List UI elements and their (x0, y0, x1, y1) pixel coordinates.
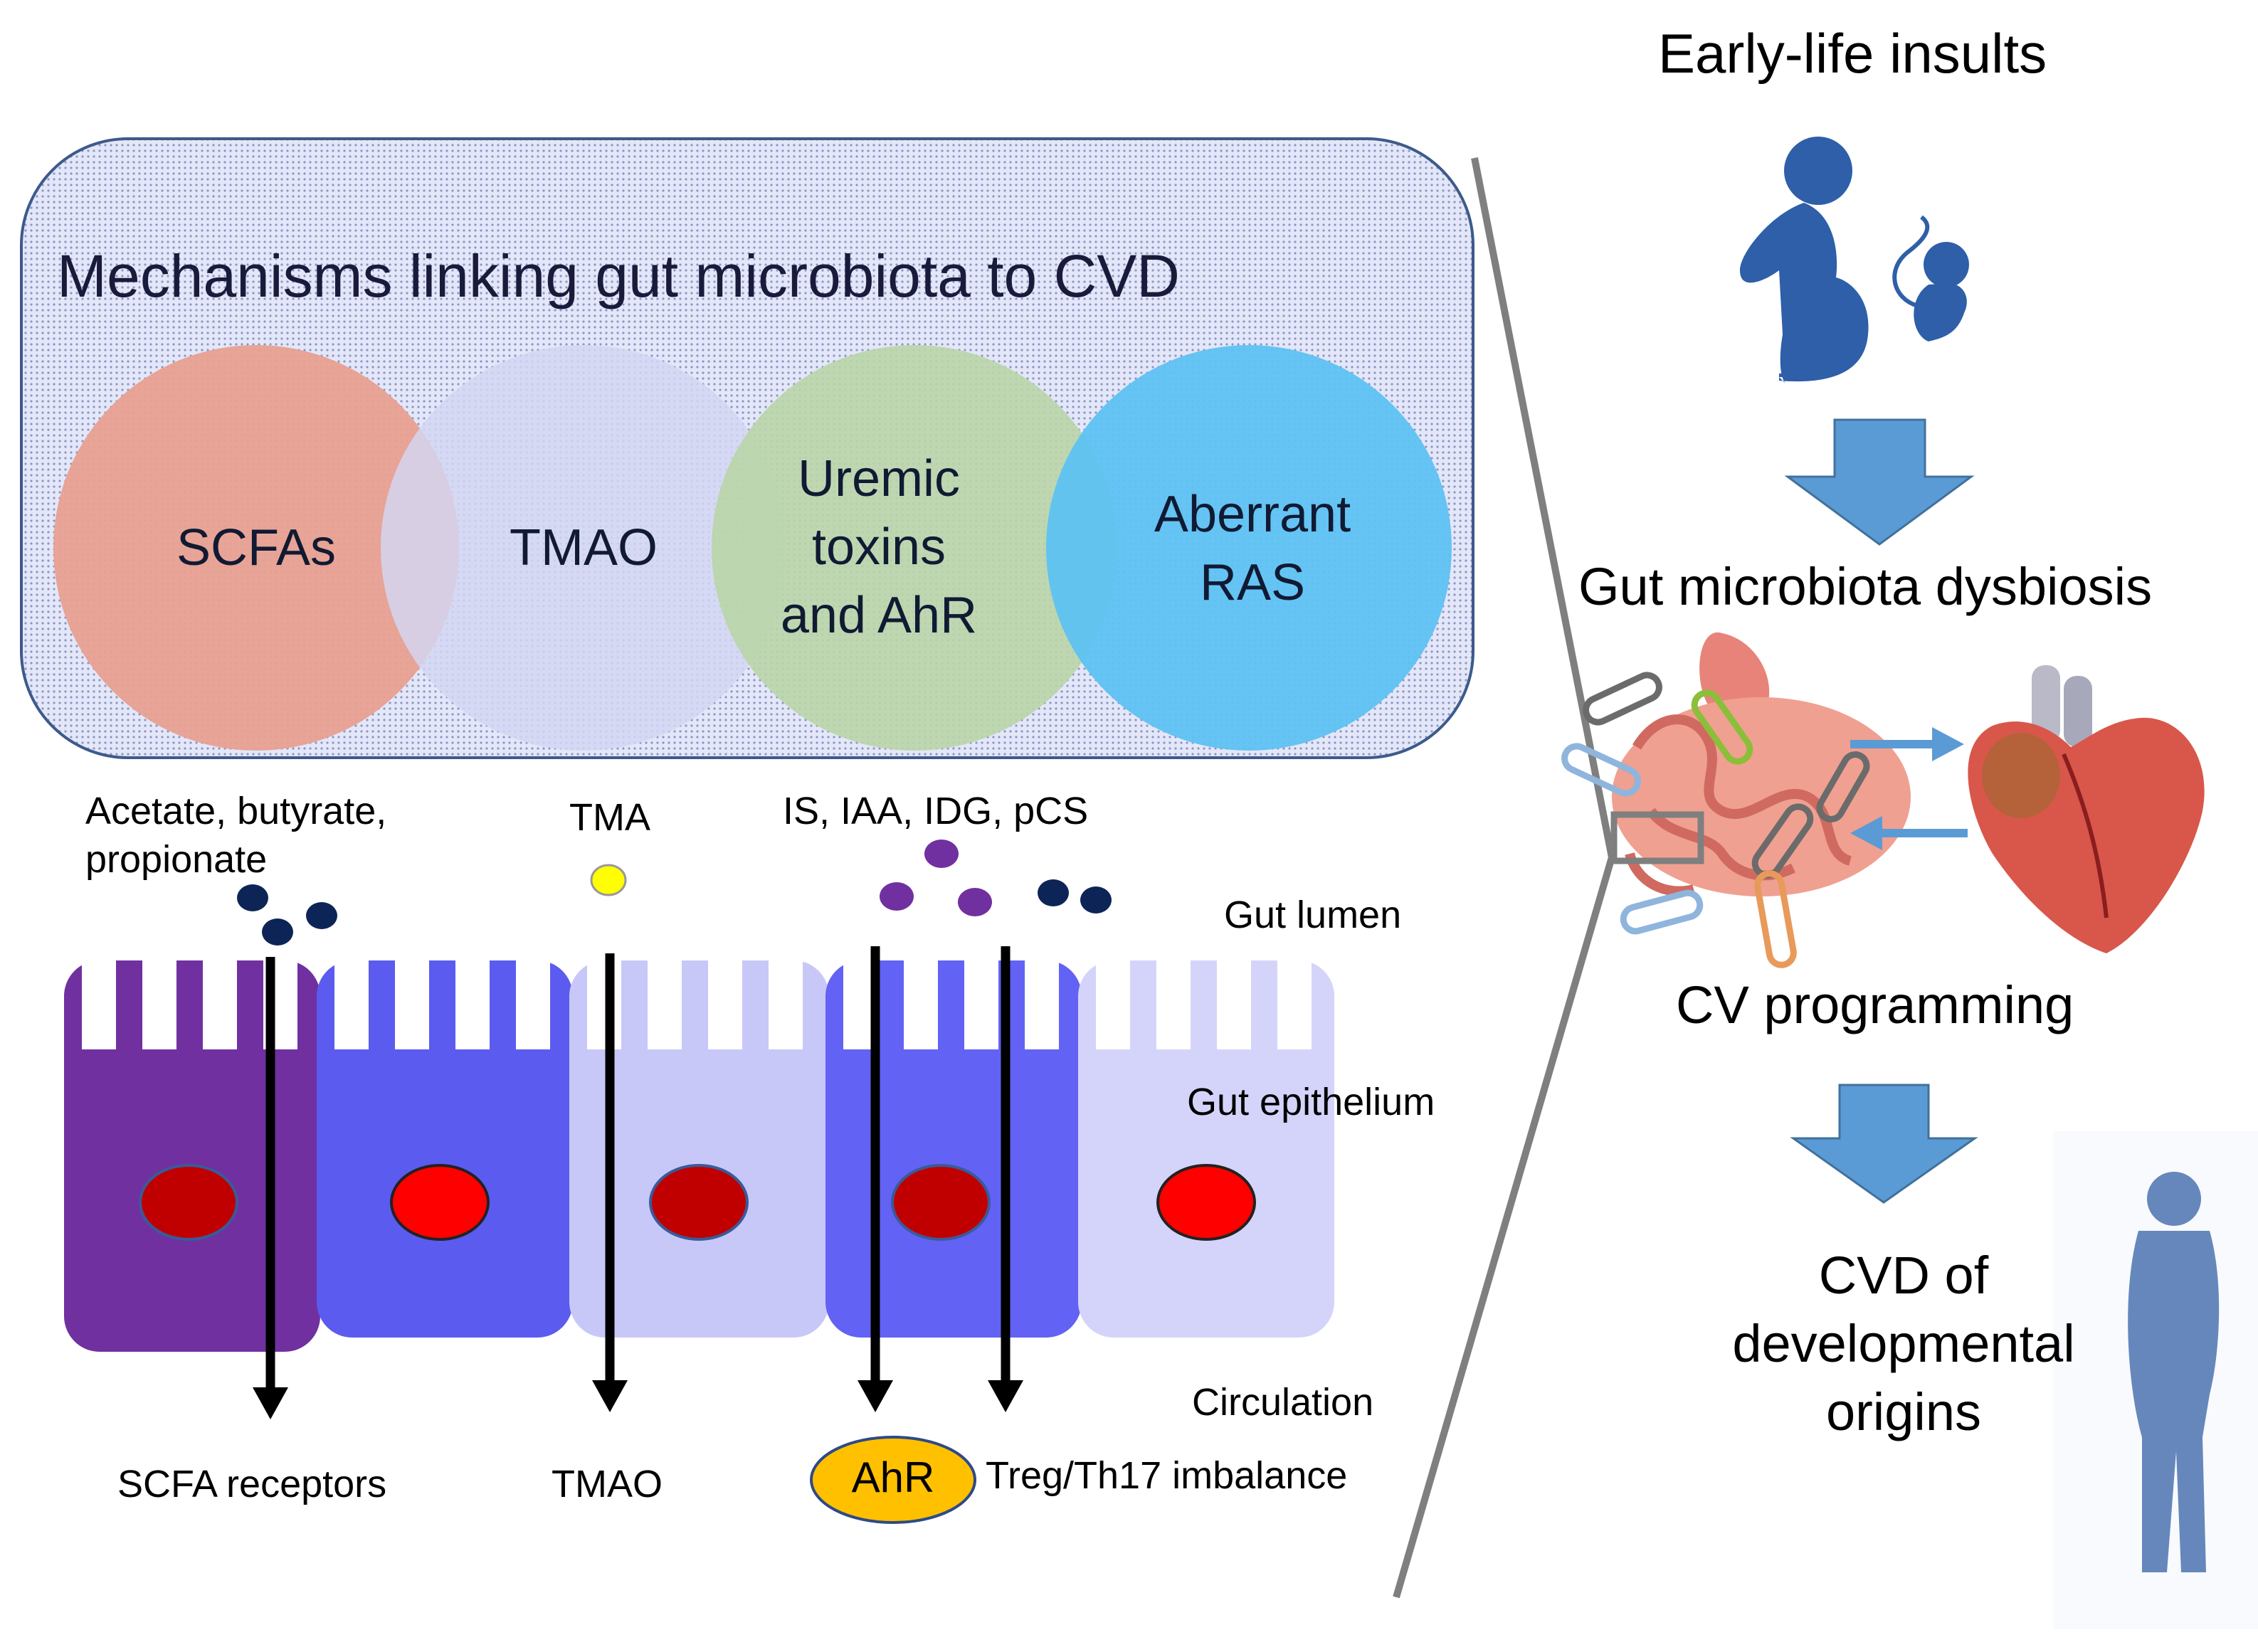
arrow-down-1 (1784, 418, 1975, 546)
fetus-icon (1892, 215, 1969, 341)
layer-label-epithelium: Gut epithelium (1187, 1081, 1435, 1123)
metabolite-label-tma: TMA (569, 796, 650, 839)
circle-uremic (712, 345, 1117, 751)
circle-tmao (381, 345, 786, 751)
nucleus-4 (891, 1164, 991, 1241)
cell-4 (825, 960, 1082, 1338)
outcome-label-scfa-receptors: SCFA receptors (117, 1463, 387, 1505)
cell-5 (1078, 960, 1334, 1338)
layer-label-lumen: Gut lumen (1224, 894, 1402, 936)
divider-line (1471, 157, 1615, 858)
circle-ras (1046, 345, 1452, 751)
mechanisms-title: Mechanisms linking gut microbiota to CVD (57, 243, 1180, 309)
transport-arrows (253, 946, 1023, 1419)
gut-heart-arrows (1850, 727, 1968, 850)
circle-label-scfas: SCFAs (176, 519, 337, 576)
metabolite-label-uremic: IS, IAA, IDG, pCS (783, 790, 1089, 832)
nucleus-5 (1156, 1164, 1256, 1241)
metabolite-dots (237, 840, 1112, 946)
cell-3 (569, 960, 829, 1338)
heart-illustration (1968, 665, 2205, 953)
cell-1 (64, 960, 320, 1352)
zoom-box (1610, 811, 1704, 864)
cell-2 (317, 960, 573, 1338)
flow-outcome: CVD of developmental origins (1732, 1246, 2075, 1441)
circle-label-uremic: Uremic toxins and AhR (780, 450, 978, 644)
circle-label-ras: Aberrant RAS (1154, 486, 1351, 611)
outcome-label-tmao: TMAO (552, 1463, 663, 1505)
layer-label-circulation: Circulation (1192, 1381, 1374, 1424)
circle-label-tmao: TMAO (510, 519, 658, 576)
circle-scfas (53, 345, 459, 751)
nucleus-1 (139, 1164, 238, 1241)
flow-title: Early-life insults (1658, 22, 2047, 85)
ahr-ellipse (810, 1436, 976, 1524)
pregnant-woman-icon (1740, 137, 1869, 384)
metabolite-label-scfa: Acetate, butyrate, propionate (85, 790, 387, 881)
arrow-down-2 (1790, 1084, 1978, 1204)
man-silhouette-icon (2128, 1172, 2220, 1572)
zoom-line (1393, 856, 1615, 1599)
flow-step-dysbiosis: Gut microbiota dysbiosis (1578, 557, 2153, 616)
nucleus-3 (649, 1164, 749, 1241)
outcome-label-ahr: AhR (851, 1454, 935, 1501)
epithelium (64, 960, 1334, 1352)
outcome-label-treg: Treg/Th17 imbalance (986, 1454, 1348, 1497)
flow-step-programming: CV programming (1676, 975, 2074, 1034)
bacteria-icons (1561, 672, 1870, 968)
nucleus-2 (390, 1164, 490, 1241)
